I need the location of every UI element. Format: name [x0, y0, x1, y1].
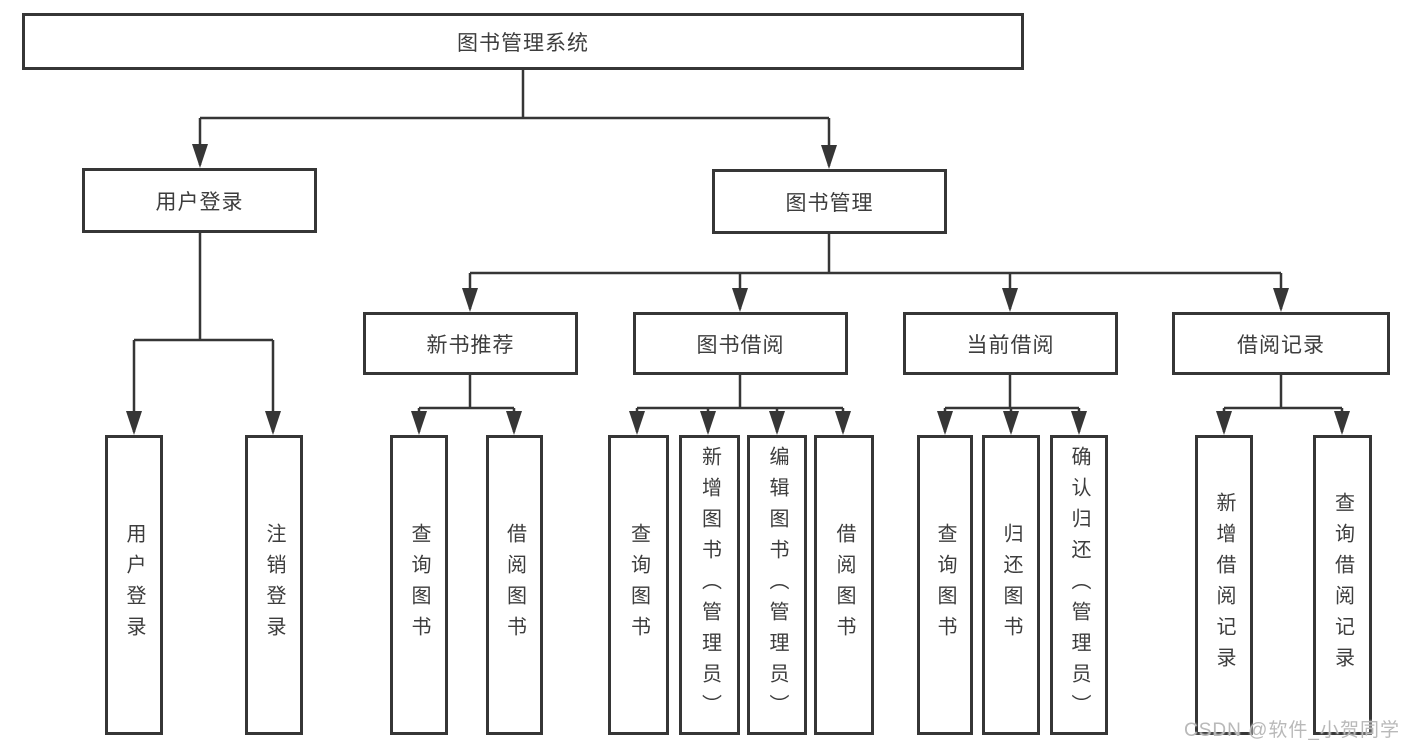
node-book-management: 图书管理: [712, 169, 947, 234]
leaf-add-borrow-record: 新增借阅记录: [1195, 435, 1253, 735]
leaf-logout: 注销登录: [245, 435, 303, 735]
leaf-label: 查询图书: [408, 523, 430, 647]
node-label: 新书推荐: [426, 333, 515, 357]
node-user-login: 用户登录: [82, 168, 317, 233]
leaf-label: 借阅图书: [503, 523, 526, 647]
leaf-label: 查询图书: [934, 523, 956, 647]
node-current-borrowing: 当前借阅: [903, 312, 1118, 375]
leaf-label: 编辑图书（管理员）: [766, 445, 788, 725]
node-label: 借阅记录: [1237, 333, 1325, 357]
node-library-management-system: 图书管理系统: [22, 13, 1024, 70]
leaf-borrow-books-borrowing: 借阅图书: [814, 435, 874, 735]
leaf-label: 新增图书（管理员）: [698, 445, 721, 725]
node-new-book-recommendation: 新书推荐: [363, 312, 578, 375]
leaf-label: 归还图书: [1000, 523, 1022, 647]
leaf-label: 查询借阅记录: [1331, 492, 1354, 678]
node-label: 图书管理: [785, 191, 874, 215]
leaf-query-books-recommend: 查询图书: [390, 435, 448, 735]
node-label: 图书管理系统: [457, 31, 589, 55]
leaf-confirm-return-admin: 确认归还（管理员）: [1050, 435, 1108, 735]
leaf-label: 新增借阅记录: [1213, 492, 1235, 678]
node-label: 图书借阅: [696, 333, 785, 357]
leaf-return-books: 归还图书: [982, 435, 1040, 735]
leaf-label: 注销登录: [263, 523, 285, 647]
node-label: 用户登录: [155, 190, 244, 214]
leaf-label: 借阅图书: [833, 523, 855, 647]
csdn-watermark: CSDN @软件_小贺同学: [1184, 720, 1400, 741]
leaf-label: 确认归还（管理员）: [1068, 445, 1090, 725]
leaf-edit-books-admin: 编辑图书（管理员）: [747, 435, 807, 735]
node-book-borrowing: 图书借阅: [633, 312, 848, 375]
leaf-query-books-current: 查询图书: [917, 435, 973, 735]
leaf-user-login: 用户登录: [105, 435, 163, 735]
node-label: 当前借阅: [966, 333, 1055, 357]
leaf-query-books-borrowing: 查询图书: [608, 435, 669, 735]
leaf-query-borrow-record: 查询借阅记录: [1313, 435, 1372, 735]
leaf-label: 查询图书: [627, 523, 650, 647]
leaf-borrow-books-recommend: 借阅图书: [486, 435, 543, 735]
node-borrowing-records: 借阅记录: [1172, 312, 1390, 375]
leaf-label: 用户登录: [123, 523, 145, 647]
leaf-add-books-admin: 新增图书（管理员）: [679, 435, 740, 735]
